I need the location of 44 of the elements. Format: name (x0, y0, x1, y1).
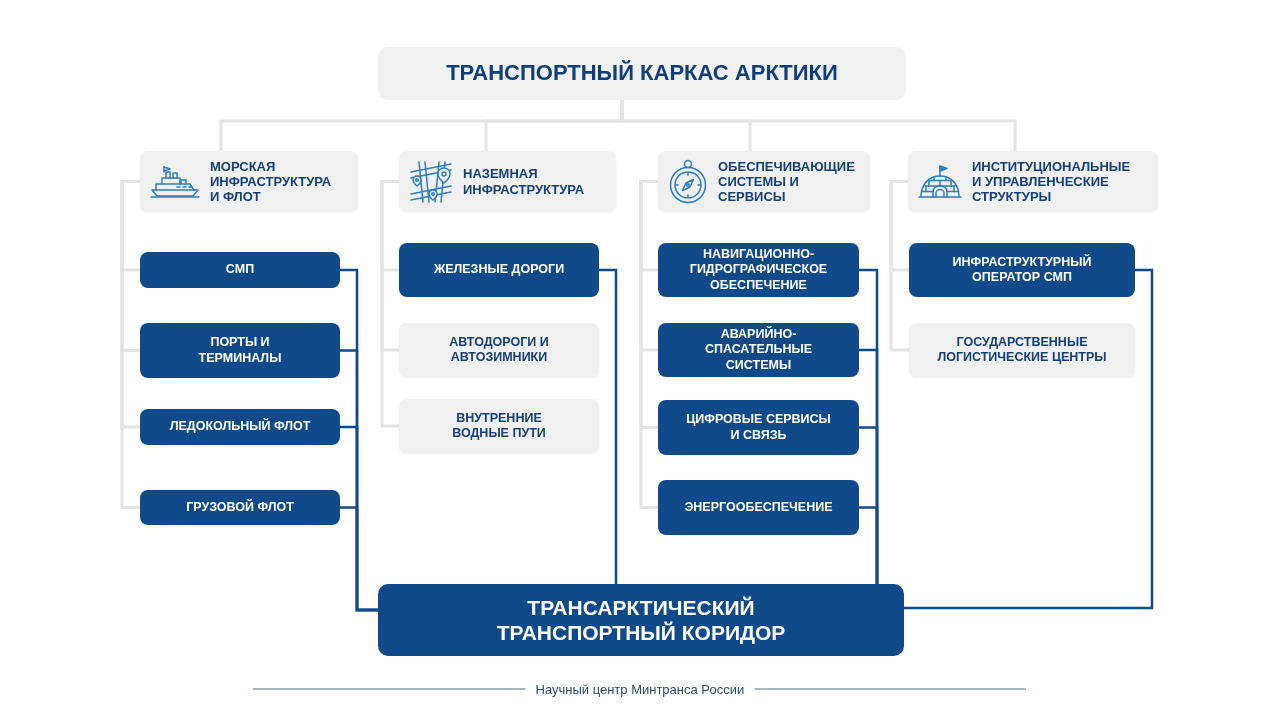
process-box (909, 323, 1135, 377)
source-note: Научный центр Минтранса России (535, 681, 745, 697)
node-label: ЛЕДОКОЛЬНЫЙ ФЛОТ (169, 419, 311, 435)
node-label: НАЗЕМНАЯ ИНФРАСТРУКТУРА (463, 166, 586, 197)
process-box (140, 323, 340, 378)
process-box (658, 323, 859, 377)
connector-line (904, 268, 1154, 610)
process-box (658, 243, 859, 297)
category-box (658, 151, 870, 212)
category-box (399, 151, 616, 212)
process-box (909, 243, 1135, 297)
process-box (399, 243, 599, 297)
process-box (658, 400, 859, 455)
category-box (908, 151, 1158, 212)
node-label: СМП (225, 262, 255, 278)
process-box (658, 480, 859, 535)
node-label: АВАРИЙНО-СПАСАТЕЛЬНЫЕ СИСТЕМЫ (703, 327, 814, 373)
node-label: ГРУЗОВОЙ ФЛОТ (186, 499, 294, 516)
node-label: НАВИГАЦИОННО-ГИДРОГРАФИЧЕСКОЕ ОБЕСПЕЧЕНИЕ (688, 247, 829, 293)
node-label: ОБЕСПЕЧИВАЮЩИЕ СИСТЕМЫ И СЕРВИСЫ (718, 158, 856, 205)
node-label: АВТОДОРОГИ И АВТОЗИМНИКИ (448, 334, 550, 366)
category-box (140, 151, 358, 212)
connector-line (340, 506, 378, 612)
node-label: ЖЕЛЕЗНЫЕ ДОРОГИ (433, 262, 565, 278)
node-label: ВНУТРЕННИЕ ВОДНЫЕ ПУТИ (451, 410, 547, 442)
process-box (399, 399, 599, 453)
process-box (140, 252, 340, 288)
node-label: ИНФРАСТРУКТУРНЫЙ ОПЕРАТОР СМП (951, 254, 1093, 286)
node-label: ТРАНСАРКТИЧЕСКИЙ ТРАНСПОРТНЫЙ КОРИДОР (495, 594, 787, 646)
process-box (399, 323, 599, 377)
node-label: ЦИФРОВЫЕ СЕРВИСЫ И СВЯЗЬ (685, 412, 832, 443)
connector-line (859, 506, 879, 584)
corridor-box (378, 584, 904, 656)
process-box (140, 409, 340, 445)
node-label: ИНСТИТУЦИОНАЛЬНЫЕ И УПРАВЛЕНЧЕСКИЕ СТРУКТУРЫ (972, 158, 1132, 205)
node-label: МОРСКАЯ ИНФРАСТРУКТУРА И ФЛОТ (210, 158, 333, 205)
node-label: ТРАНСПОРТНЫЙ КАРКАС АРКТИКИ (446, 60, 838, 87)
process-box (140, 490, 340, 525)
connector-line (889, 180, 909, 352)
node-label: ПОРТЫ И ТЕРМИНАЛЫ (197, 335, 283, 366)
node-label: ЭНЕРГООБЕСПЕЧЕНИЕ (684, 499, 833, 516)
connector-line (599, 268, 618, 584)
node-label: ГОСУДАРСТВЕННЫЕ ЛОГИСТИЧЕСКИЕ ЦЕНТРЫ (936, 334, 1108, 366)
title-box (378, 47, 906, 100)
